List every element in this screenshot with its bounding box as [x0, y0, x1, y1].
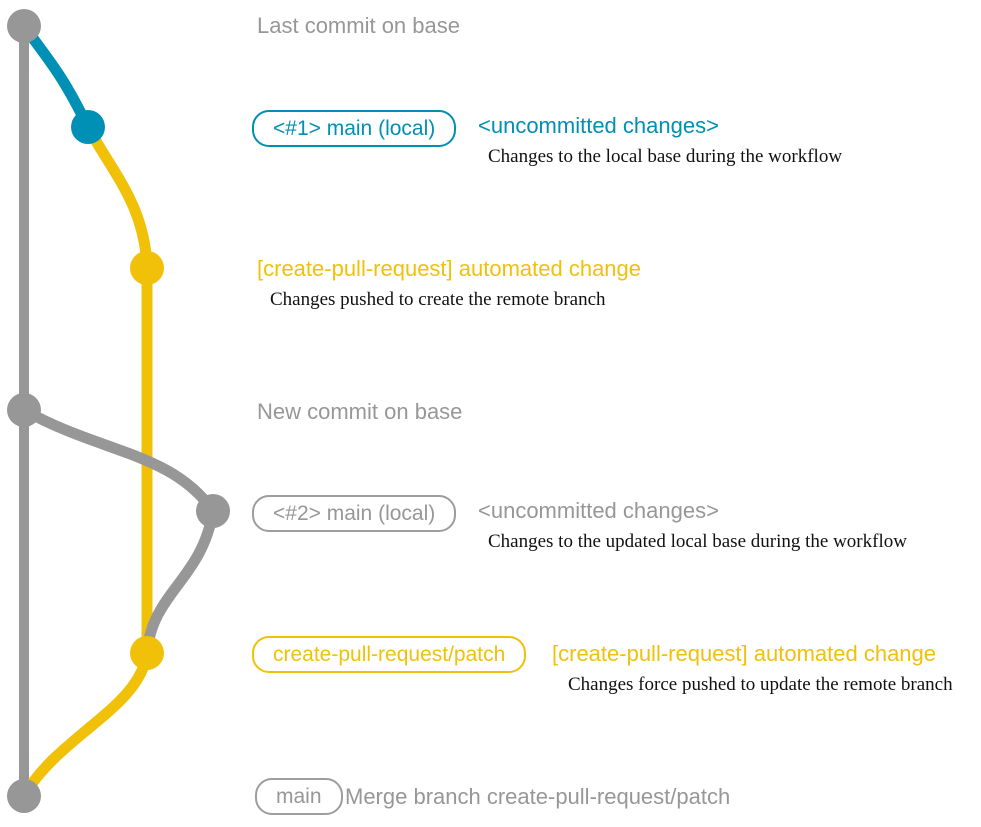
commit-dot-merge: [7, 779, 41, 813]
rebase-branch-line: [18, 404, 219, 517]
commit-message-uncommitted-2: <uncommitted changes>: [478, 498, 719, 523]
annotation-new-commit-on-base: New commit on base: [257, 399, 463, 424]
note-local-base-changes: Changes to the local base during the wor…: [488, 146, 843, 167]
local-branch-line: [18, 20, 94, 133]
commit-message-merge: Merge branch create-pull-request/patch: [345, 784, 731, 809]
annotation-last-commit-on-base: Last commit on base: [257, 13, 460, 38]
branch-tag-create-pull-request-patch: create-pull-request/patch: [252, 636, 527, 673]
remote-branch-line: [18, 121, 153, 802]
rebase-merge-line: [141, 505, 219, 659]
commit-dot-last-base: [7, 9, 41, 43]
commit-message-uncommitted-1: <uncommitted changes>: [478, 113, 719, 138]
commit-dot-new-base: [7, 393, 41, 427]
commit-dot-local-2: [196, 494, 230, 528]
note-pushed-create-branch: Changes pushed to create the remote bran…: [270, 289, 606, 310]
branch-tag-main-local-1: <#1> main (local): [252, 110, 457, 147]
branch-tag-main: main: [255, 778, 343, 815]
commit-message-automated-2: [create-pull-request] automated change: [552, 641, 937, 666]
branch-tag-main-local-2: <#2> main (local): [252, 495, 457, 532]
commit-message-automated-1: [create-pull-request] automated change: [257, 256, 642, 281]
commit-dot-local-1: [71, 110, 105, 144]
note-force-pushed-update-branch: Changes force pushed to update the remot…: [568, 674, 953, 695]
note-updated-local-base-changes: Changes to the updated local base during…: [488, 531, 907, 552]
commit-dot-automated-1: [130, 251, 164, 285]
commit-dot-automated-2: [130, 636, 164, 670]
